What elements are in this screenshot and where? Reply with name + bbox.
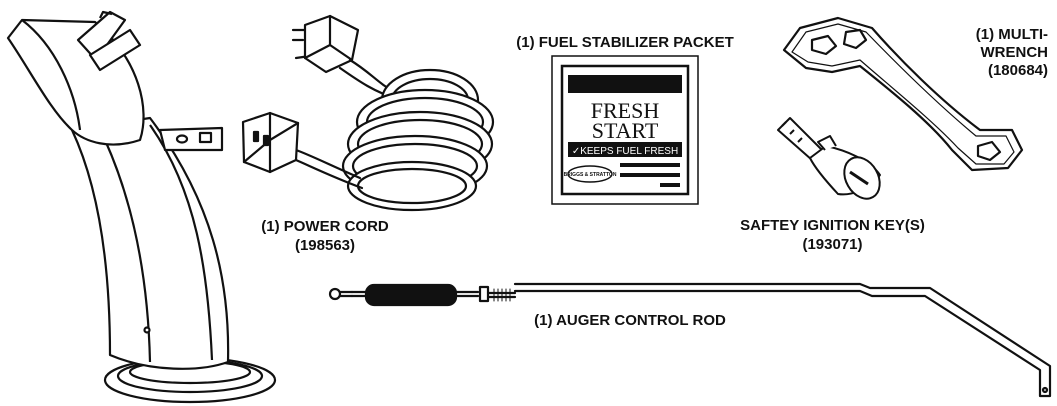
auger-rod-label: (1) AUGER CONTROL ROD [534,312,726,329]
packet-title-line2: START [592,118,659,143]
multi-wrench-label-line2: WRENCH [980,44,1049,61]
multi-wrench-icon [782,16,1024,172]
auger-control-rod-icon [328,282,1052,398]
packet-title-line1: FRESH [591,98,660,123]
discharge-chute-icon [6,10,277,404]
power-cord-part-number: (198563) [294,237,356,254]
multi-wrench-part-number: (180684) [987,62,1048,79]
packet-tagline: ✓KEEPS FUEL FRESH [572,146,678,157]
ignition-key-icon [777,117,881,200]
fuel-packet-icon: FRESH START ✓KEEPS FUEL FRESH BRIGGS & S… [551,55,699,205]
fuel-stabilizer-label: (1) FUEL STABILIZER PACKET [516,34,734,51]
multi-wrench-label-line1: (1) MULTI- [975,26,1048,43]
ignition-key-label: SAFTEY IGNITION KEY(S) [740,217,925,234]
packet-brand-logo: BRIGGS & STRATTON [564,172,617,178]
ignition-key-part-number: (193071) [802,236,863,253]
power-cord-icon [241,14,495,212]
power-cord-label: (1) POWER CORD [261,218,389,235]
